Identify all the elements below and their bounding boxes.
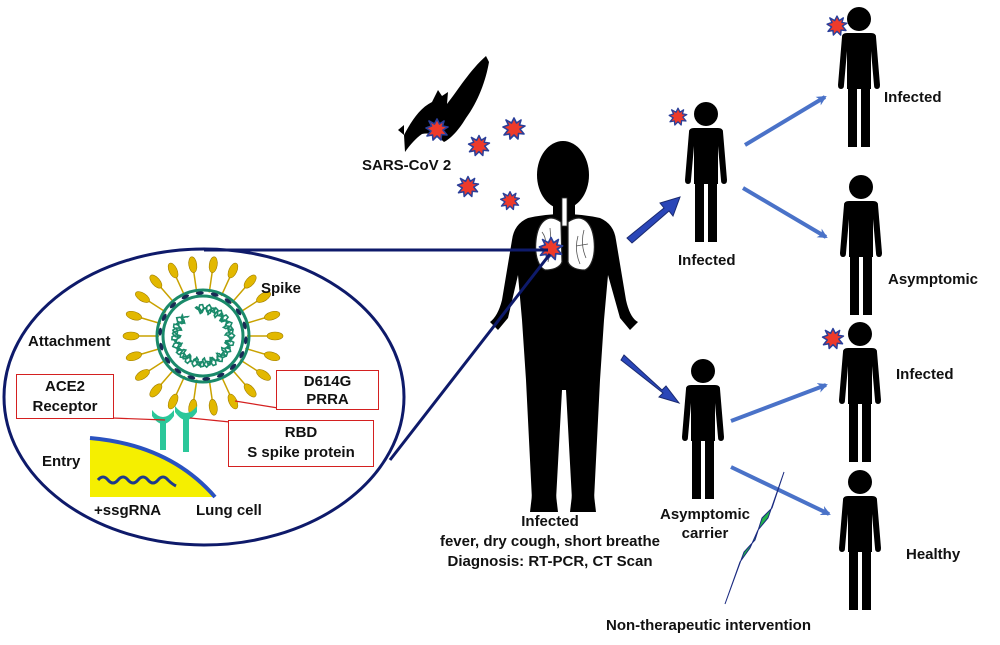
intervention-label: Non-therapeutic intervention	[606, 617, 812, 634]
viral-membrane	[155, 288, 251, 384]
spike-protein	[227, 393, 239, 410]
intervention-bolt-icon	[724, 471, 785, 605]
spike-protein	[266, 331, 284, 341]
viral-rna-coil	[171, 303, 236, 369]
rna-strand-icon	[96, 475, 177, 488]
callout-ace2-receptor: ACE2 Receptor	[16, 374, 114, 419]
person-icon-infected-branch	[685, 102, 727, 242]
lung-cell-icon	[89, 436, 217, 499]
callout-line: RBD	[284, 424, 318, 441]
patient-diagnosis-label: Diagnosis: RT-PCR, CT Scan	[447, 553, 653, 570]
entry-label: Entry	[42, 453, 81, 470]
virus-icon	[456, 175, 480, 198]
spike-protein	[135, 369, 150, 381]
patient-symptoms-label: fever, dry cough, short breathe	[439, 533, 661, 550]
spike-protein	[167, 262, 179, 279]
spike-protein	[135, 291, 150, 303]
spike-protein	[256, 291, 271, 303]
source-label: SARS-CoV 2	[362, 157, 452, 174]
membrane-protein	[235, 308, 242, 316]
membrane-protein	[195, 291, 204, 295]
outcome-infected-label-2: Infected	[896, 366, 954, 383]
membrane-protein	[210, 292, 219, 297]
outcome-healthy-label: Healthy	[906, 546, 961, 563]
spike-protein	[125, 351, 142, 362]
spike-protein	[188, 256, 198, 273]
branch-carrier-label-1: Asymptomic	[659, 506, 751, 523]
membrane-protein	[159, 342, 164, 351]
membrane-protein	[181, 294, 190, 300]
person-icon-asymptomatic-carrier	[682, 359, 724, 499]
callout-line: D614G	[303, 373, 352, 390]
arrow-to-asymptomatic-carrier	[620, 354, 681, 404]
branch-infected-label: Infected	[678, 252, 736, 269]
rna-label: +ssgRNA	[94, 502, 162, 519]
person-icon-outcome-infected-2	[839, 322, 881, 462]
membrane-protein	[169, 302, 177, 309]
person-icon-outcome-asymptomic	[840, 175, 882, 315]
virion-icon	[122, 256, 284, 416]
membrane-protein	[161, 313, 167, 322]
callout-line: PRRA	[306, 391, 349, 408]
spike-protein	[264, 310, 281, 321]
patient-status-label: Infected	[521, 513, 579, 530]
branch-carrier-label-2: carrier	[681, 525, 729, 542]
thin-arrows	[730, 95, 831, 516]
membrane-protein	[239, 350, 245, 359]
virus-icon	[502, 117, 526, 140]
spike-protein	[149, 274, 163, 289]
outcome-asymptomic-label: Asymptomic	[888, 271, 979, 288]
thick-arrows	[620, 196, 681, 404]
membrane-protein	[229, 363, 237, 370]
membrane-protein	[242, 321, 247, 330]
membrane-protein	[158, 327, 163, 336]
bat-icon	[398, 56, 489, 152]
callout-rbd-spike-protein: RBD S spike protein	[228, 420, 374, 467]
spike-protein	[264, 351, 281, 362]
spike-protein	[149, 383, 163, 398]
membrane-protein	[202, 377, 211, 381]
virus-icon	[826, 15, 848, 36]
spike-label: Spike	[261, 280, 302, 297]
callout-line: S spike protein	[247, 444, 355, 461]
membrane-protein	[216, 372, 225, 378]
person-icon-outcome-healthy	[839, 470, 881, 610]
connector-line	[388, 253, 552, 461]
outcome-infected-label: Infected	[884, 89, 942, 106]
spike-protein	[256, 369, 271, 381]
spike-protein	[167, 393, 179, 410]
lung-cell-label: Lung cell	[196, 502, 262, 519]
spike-protein	[125, 310, 142, 321]
virus-icon	[821, 327, 845, 350]
spike-protein	[243, 274, 257, 289]
spike-protein	[243, 383, 257, 398]
callout-leaders	[111, 400, 279, 423]
membrane-protein	[243, 336, 248, 345]
callout-line: ACE2	[44, 378, 85, 395]
arrow-to-infected	[626, 196, 681, 244]
membrane-protein	[224, 298, 232, 304]
virus-icon	[467, 134, 491, 157]
attachment-label: Attachment	[28, 333, 111, 350]
membrane-protein	[187, 375, 196, 380]
spike-protein	[227, 262, 239, 279]
membrane-protein	[164, 356, 171, 364]
callout-d614g-prra: D614G PRRA	[276, 370, 379, 410]
callout-line: Receptor	[32, 398, 98, 415]
virus-icon	[668, 107, 688, 126]
spike-protein	[208, 399, 218, 416]
zoom-inset	[2, 247, 552, 547]
membrane-protein	[174, 368, 182, 374]
virus-icon	[499, 190, 521, 211]
spike-protein	[208, 256, 218, 273]
ace2-receptor-icon	[152, 406, 197, 452]
spike-protein	[122, 331, 140, 341]
